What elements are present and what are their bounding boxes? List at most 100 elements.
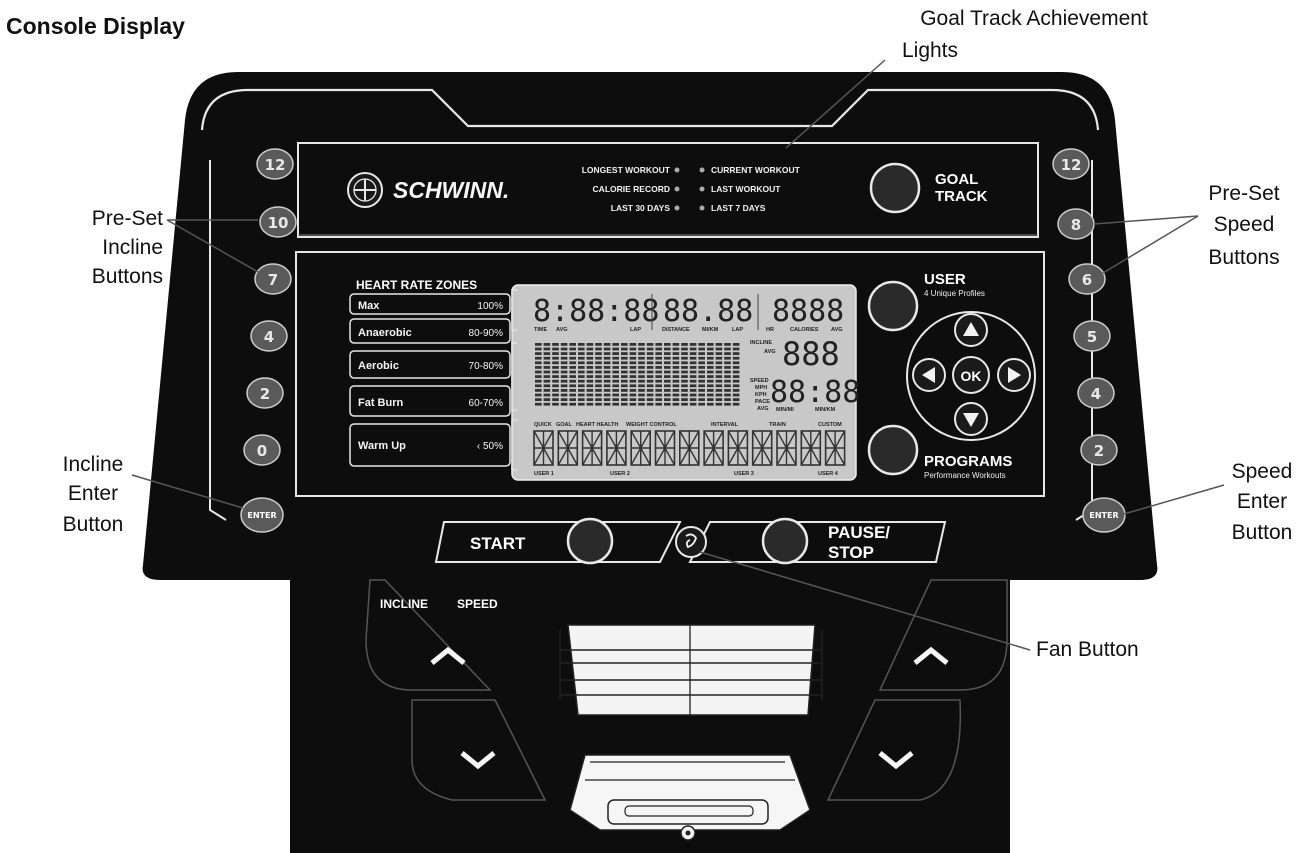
- lcd-bar-segment: [724, 402, 731, 406]
- speed-enter-button[interactable]: [1082, 497, 1126, 533]
- svg-text:LAP: LAP: [732, 327, 743, 333]
- lcd-bar-segment: [603, 384, 611, 388]
- lcd-bar-segment: [646, 352, 654, 355]
- lcd-bar-segment: [646, 370, 654, 374]
- goal-track-button[interactable]: [869, 162, 921, 214]
- lcd-bar-segment: [569, 389, 576, 392]
- lcd-bar-segment: [578, 361, 585, 365]
- incline-up-key[interactable]: [365, 579, 492, 691]
- lcd-distance: 88.88: [663, 294, 753, 329]
- lcd-bar-segment: [552, 370, 559, 374]
- lcd-bar-segment: [543, 352, 551, 355]
- callout-speed-enter: Speed Enter Button: [1123, 460, 1292, 544]
- speed-up-key[interactable]: [878, 579, 1008, 691]
- speed-preset-button[interactable]: [1077, 377, 1115, 409]
- lcd-bar-segment: [707, 361, 714, 365]
- nav-ok-button[interactable]: [952, 356, 990, 394]
- speed-preset-button[interactable]: [1073, 320, 1111, 352]
- goal-light-indicator: [699, 167, 705, 173]
- lcd-bar-segment: [646, 402, 654, 406]
- lcd-bar-segment: [638, 384, 645, 388]
- lcd-bar-segment: [543, 384, 551, 388]
- user-button[interactable]: [867, 280, 919, 332]
- lcd-bar-segment: [603, 398, 611, 401]
- incline-preset-button[interactable]: [243, 434, 281, 466]
- lcd-bar-segment: [535, 398, 542, 401]
- lcd-bar-segment: [621, 379, 628, 383]
- arrow-right-icon: [1008, 367, 1021, 383]
- programs-button[interactable]: [867, 424, 919, 476]
- lcd-profile-bars: [535, 343, 740, 406]
- speed-preset-button[interactable]: [1052, 148, 1090, 180]
- user-label: USER: [924, 271, 966, 288]
- lcd-bar-segment: [724, 356, 731, 360]
- lcd-bar-segment: [638, 389, 645, 392]
- svg-text:AVG: AVG: [556, 327, 568, 333]
- lcd-bar-segment: [638, 352, 645, 355]
- fan-icon: [685, 533, 697, 549]
- user-sublabel: 4 Unique Profiles: [924, 289, 985, 298]
- lcd-bar-segment: [638, 398, 645, 401]
- start-button[interactable]: [566, 517, 614, 565]
- goal-light-indicator: [699, 205, 705, 211]
- display-panel: [295, 251, 1045, 497]
- lcd-user-label: USER 1: [534, 471, 554, 477]
- lcd-bar-segment: [552, 389, 559, 392]
- callout-text: Lights: [902, 39, 958, 62]
- lcd-bar-segment: [732, 379, 740, 383]
- lcd-bar-segment: [707, 393, 714, 397]
- lcd-bar-segment: [569, 398, 576, 401]
- lcd-bar-segment: [672, 375, 680, 378]
- svg-text:6: 6: [1082, 271, 1092, 289]
- arrow-up-icon: [963, 322, 979, 336]
- lcd-bar-segment: [715, 343, 723, 346]
- fan-button[interactable]: [675, 526, 707, 558]
- hr-zone-range: 70-80%: [469, 361, 504, 372]
- lcd-bar-segment: [586, 379, 594, 383]
- lcd-bar-segment: [732, 389, 740, 392]
- lcd-bar-segment: [612, 361, 619, 365]
- incline-preset-button[interactable]: [256, 148, 294, 180]
- lcd-bar-segment: [681, 356, 688, 360]
- lcd-bar-segment: [664, 402, 671, 406]
- speed-down-key[interactable]: [826, 699, 962, 801]
- speed-preset-button[interactable]: [1080, 434, 1118, 466]
- incline-enter-button[interactable]: [240, 497, 284, 533]
- lcd-bar-segment: [629, 352, 637, 355]
- incline-preset-button[interactable]: [254, 263, 292, 295]
- lcd-bar-segment: [732, 356, 740, 360]
- callout-text: Speed: [1214, 213, 1275, 236]
- lcd-bar-segment: [543, 356, 551, 360]
- lcd-bar-segment: [612, 347, 619, 351]
- incline-down-key[interactable]: [411, 699, 547, 801]
- incline-preset-button[interactable]: [246, 377, 284, 409]
- lcd-bar-segment: [655, 356, 662, 360]
- svg-text:AVG: AVG: [764, 349, 776, 355]
- lcd-bar-segment: [603, 347, 611, 351]
- lcd-character-cell: [606, 430, 627, 466]
- svg-text:KPH: KPH: [755, 392, 767, 398]
- lcd-bar-segment: [569, 379, 576, 383]
- callout-incline-enter: Incline Enter Button: [63, 453, 244, 536]
- lcd-bar-segment: [672, 379, 680, 383]
- incline-preset-button[interactable]: [259, 206, 297, 238]
- lcd-bar-segment: [681, 389, 688, 392]
- lcd-bar-segment: [578, 389, 585, 392]
- lcd-bar-segment: [595, 352, 602, 355]
- pause-stop-button[interactable]: [761, 517, 809, 565]
- lcd-bar-segment: [629, 398, 637, 401]
- lcd-bar-segment: [552, 347, 559, 351]
- speed-preset-button[interactable]: [1068, 263, 1106, 295]
- lcd-character-cells: [533, 430, 846, 466]
- lcd-bar-segment: [621, 343, 628, 346]
- incline-preset-button[interactable]: [250, 320, 288, 352]
- lcd-bar-segment: [603, 379, 611, 383]
- lcd-bar-segment: [560, 347, 568, 351]
- lcd-bar-segment: [681, 393, 688, 397]
- lcd-bar-segment: [612, 375, 619, 378]
- lcd-bar-segment: [552, 379, 559, 383]
- lcd-bar-segment: [715, 384, 723, 388]
- lcd-bar-segment: [603, 366, 611, 369]
- lcd-bar-segment: [629, 384, 637, 388]
- lcd-bar-segment: [578, 393, 585, 397]
